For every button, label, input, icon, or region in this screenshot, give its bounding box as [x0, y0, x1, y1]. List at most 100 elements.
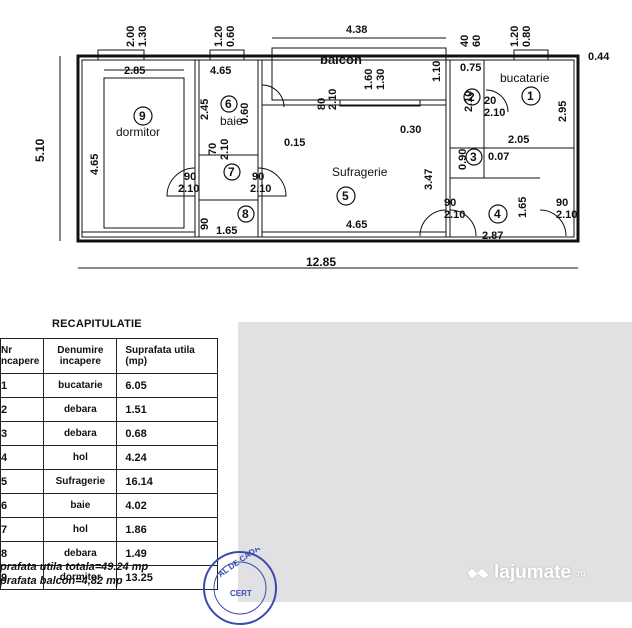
cell-nr: 4: [0, 445, 45, 470]
door-swing: [261, 84, 285, 108]
room-number: 2: [468, 90, 475, 104]
dimension: 2.05: [508, 134, 529, 146]
cell-name: baie: [43, 493, 118, 518]
header-suprafata: Suprafata utila(mp): [116, 338, 219, 374]
dimension: 1.10: [431, 61, 443, 82]
room-label-bucatarie: bucatarie: [500, 71, 550, 85]
dimension: 60: [471, 35, 483, 47]
dimension: 1.30: [375, 69, 387, 90]
room-number: 8: [242, 207, 249, 221]
door-dimension: 2.10: [250, 183, 271, 195]
cell-nr: 6: [0, 493, 45, 518]
cell-area: 0.68: [116, 421, 219, 446]
dimension: 4.65: [210, 65, 231, 77]
door-dimension: 90: [199, 218, 211, 230]
dimension: 4.38: [346, 24, 367, 36]
cell-nr: 9: [0, 565, 45, 590]
room-number: 5: [342, 189, 349, 203]
room-number: 6: [225, 97, 232, 111]
dimension: 0.75: [460, 62, 481, 74]
door-swing: [166, 167, 196, 197]
dimension: 2.45: [199, 99, 211, 120]
door-dimension: 2.10: [484, 107, 505, 119]
cell-name: debara: [43, 397, 118, 422]
dimension: 0.15: [284, 137, 305, 149]
room-number-circle: [223, 163, 241, 181]
cell-name: debara: [43, 421, 118, 446]
door-swing: [449, 209, 477, 237]
door-swing: [539, 209, 567, 237]
handshake-icon: [466, 567, 490, 580]
cell-name: Sufragerie: [43, 469, 118, 494]
cell-nr: 2: [0, 397, 45, 422]
door-dimension: 0.60: [239, 103, 251, 124]
dimension: 1.30: [137, 26, 149, 47]
room-number-circle: [465, 148, 483, 166]
dimension: 1.20: [509, 26, 521, 47]
cell-area: 4.24: [116, 445, 219, 470]
window: [513, 49, 549, 61]
room-number: 4: [494, 207, 501, 221]
room-label-dormitor: dormitor: [116, 125, 160, 139]
room-number-circle: [488, 204, 508, 224]
door-dimension: 90: [184, 171, 196, 183]
cell-area: 4.02: [116, 493, 219, 518]
dimension: 0.80: [521, 26, 533, 47]
dimension: 0.07: [488, 151, 509, 163]
cell-name: hol: [43, 517, 118, 542]
watermark: lajumate.ro: [466, 562, 586, 584]
blank-scan-area: [238, 322, 632, 602]
window: [209, 49, 245, 61]
cell-area: 16.14: [116, 469, 219, 494]
door-swing: [485, 89, 509, 113]
dimension: 2.95: [557, 101, 569, 122]
dimension: 0.90: [457, 149, 469, 170]
cell-area: 1.86: [116, 517, 219, 542]
outer-wall: [76, 54, 580, 243]
dimension: 4.65: [89, 154, 101, 175]
room-number-circle: [521, 86, 541, 106]
dimension: 3.47: [423, 169, 435, 190]
dimension: 2.00: [125, 26, 137, 47]
door-dimension: 80: [316, 98, 328, 110]
dimension: 5.10: [33, 138, 47, 162]
watermark-brand: lajumate: [494, 562, 572, 583]
door-dimension: 2.10: [556, 209, 577, 221]
cell-nr: 5: [0, 469, 45, 494]
room-label-sufragerie: Sufragerie: [332, 165, 388, 179]
dimension: 2.87: [482, 230, 503, 242]
svg-text:CERT: CERT: [230, 589, 252, 598]
recap-title: RECAPITULATIE: [52, 318, 142, 330]
floor-plan: dormitor baie Sufragerie bucatarie balco…: [33, 24, 610, 269]
watermark-tld: .ro: [575, 568, 586, 578]
cell-name: hol: [43, 445, 118, 470]
cell-nr: 3: [0, 421, 45, 446]
dimension: 1.20: [213, 26, 225, 47]
door-dimension: 2.10: [444, 209, 465, 221]
room-number-circle: [220, 95, 238, 113]
door-dimension: 90: [252, 171, 264, 183]
cell-nr: 7: [0, 517, 45, 542]
door-dimension: 2.10: [327, 89, 339, 110]
cell-area: 6.05: [116, 373, 219, 398]
dimension: 1.65: [517, 197, 529, 218]
room-number-circle: [463, 88, 481, 106]
cell-area: 1.49: [116, 541, 219, 566]
window: [339, 99, 421, 107]
dimension: 4.65: [346, 219, 367, 231]
cell-name: bucatarie: [43, 373, 118, 398]
dimension: 40: [459, 35, 471, 47]
total-useful-area: prafata utila totala=49.24 mp: [0, 561, 149, 573]
door-swing: [419, 209, 447, 237]
door-dimension: 2.10: [178, 183, 199, 195]
dimension: 2.85: [124, 65, 145, 77]
